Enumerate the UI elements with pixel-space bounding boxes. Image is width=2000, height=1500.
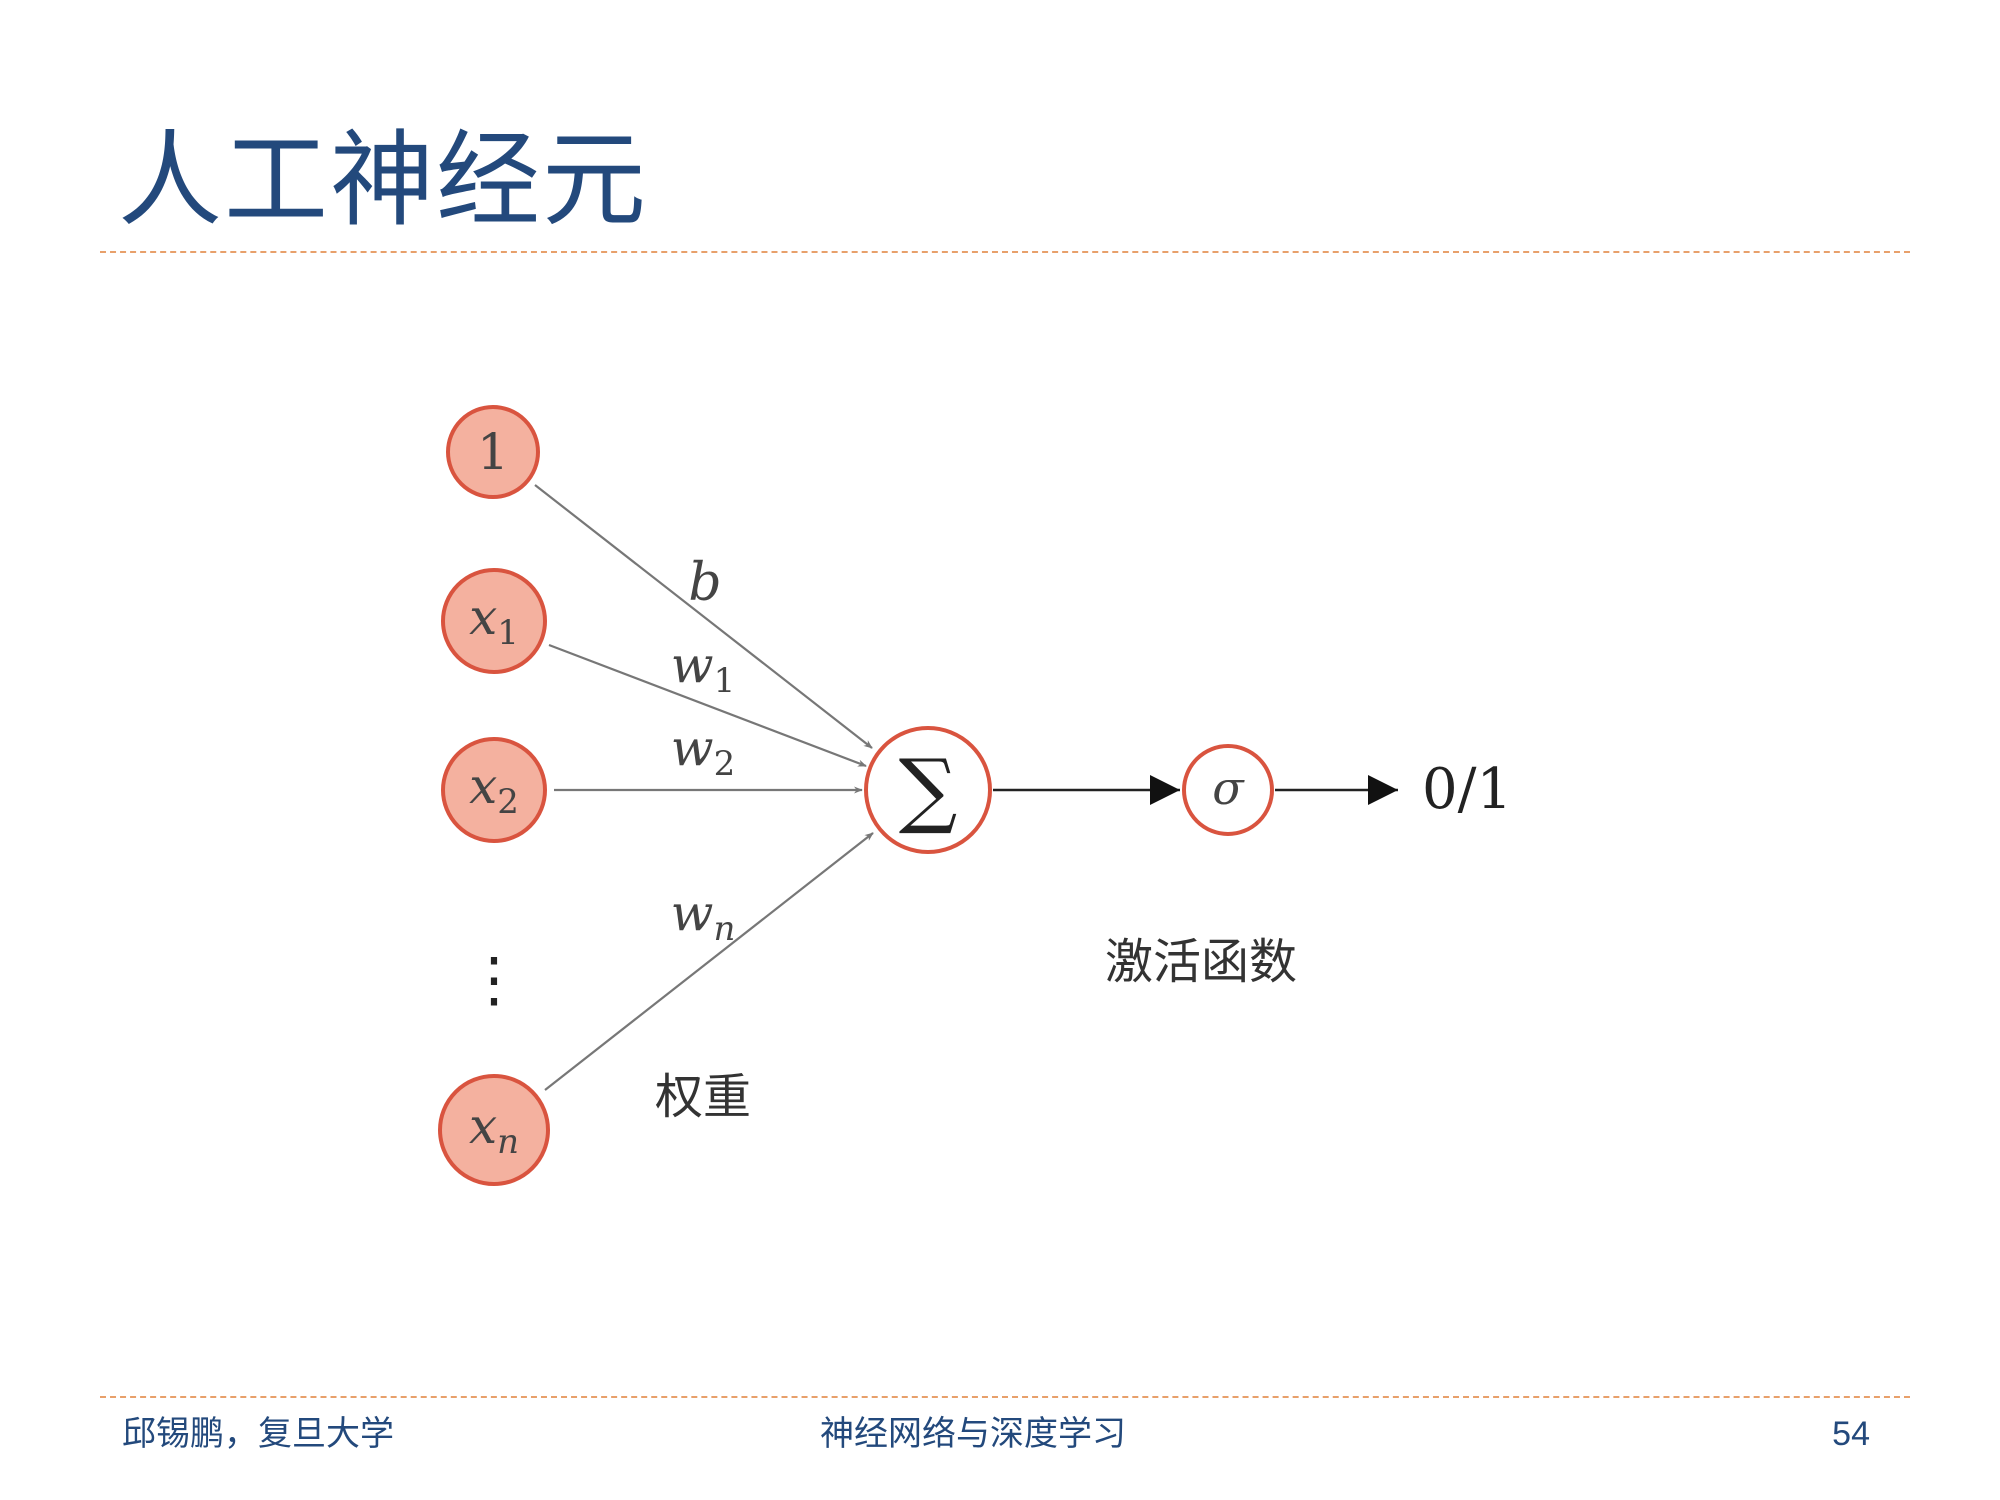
input-node-x2: x2 (441, 737, 547, 843)
weight-label-w1: w1 (671, 636, 735, 701)
weight-label-w2: w2 (671, 719, 735, 784)
input-label: 1 (477, 423, 509, 481)
input-node-xn: xn (438, 1074, 550, 1186)
footer-author: 邱锡鹏，复旦大学 (122, 1414, 394, 1454)
page-number: 54 (1832, 1415, 1870, 1453)
output-label: 0/1 (1422, 757, 1512, 822)
inputs-ellipsis: ⋮ (464, 945, 524, 1015)
svg-text:x1: x1 (469, 588, 519, 653)
svg-text:1: 1 (477, 423, 509, 481)
footer-divider (100, 1396, 1910, 1398)
slide-title: 人工神经元 (118, 119, 649, 241)
weights-caption: 权重 (655, 1069, 751, 1125)
svg-text:xn: xn (469, 1097, 519, 1162)
input-node-x1: x1 (441, 568, 547, 674)
sum-symbol: ∑ (899, 743, 958, 838)
weight-label-wn: wn (671, 884, 736, 949)
weight-label-bias: b (688, 553, 721, 613)
sum-node: ∑ (864, 726, 992, 854)
input-label: x (469, 757, 497, 815)
footer-course: 神经网络与深度学习 (820, 1414, 1126, 1454)
input-subscript: n (497, 1122, 519, 1162)
input-subscript: 1 (497, 613, 519, 653)
activation-caption: 激活函数 (1105, 934, 1297, 990)
svg-text:x2: x2 (469, 757, 519, 822)
edge-x1 (548, 643, 867, 768)
edge-xn (544, 832, 874, 1091)
edge-bias (534, 484, 873, 749)
input-subscript: 2 (497, 782, 519, 822)
input-node-bias: 1 (446, 405, 540, 499)
input-label: x (469, 588, 497, 646)
activation-node: σ (1182, 744, 1274, 836)
activation-symbol: σ (1212, 761, 1245, 815)
input-label: x (469, 1097, 497, 1155)
title-divider (100, 251, 1910, 253)
